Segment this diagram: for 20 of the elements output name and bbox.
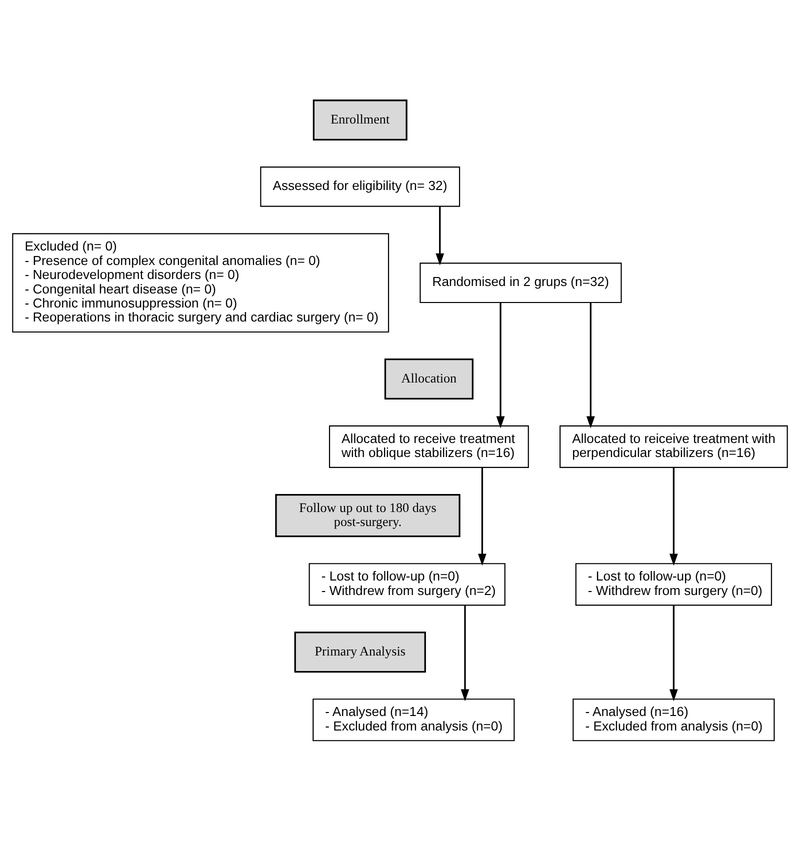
- arrow: [496, 302, 505, 428]
- node-box: - Analysed (n=14) - Excluded from analysis (n=0): [312, 698, 515, 742]
- node-box: Excluded (n= 0) - Presence of complex congenital anomalies (n= 0) - Neurodevelopment disorders (n= 0) - Congenital heart disease (n= 0) - Chronic immunosuppression (n= 0) - Reoperations in thoracic surgery and cardiac surgery (n= 0): [12, 233, 390, 333]
- node-box: - Lost to follow-up (n=0) - Withdrew from surgery (n=0): [575, 563, 772, 606]
- node-box: Follow up out to 180 days post-surgery.: [275, 494, 460, 538]
- node-box: Enrollment: [312, 100, 408, 141]
- node-box: Allocated to receive treatment with oblique stabilizers (n=16): [328, 425, 529, 468]
- node-box: Primary Analysis: [294, 632, 426, 673]
- node-box: Assessed for eligibility (n= 32): [260, 166, 460, 207]
- arrow: [669, 468, 678, 566]
- arrow: [436, 206, 444, 266]
- arrow: [460, 605, 470, 702]
- arrow: [478, 468, 486, 566]
- node-box: - Analysed (n=16) - Excluded from analysis (n=0): [572, 698, 775, 742]
- arrow: [669, 605, 678, 702]
- node-box: Allocated to reiceive treatment with perpendicular stabilizers (n=16): [560, 425, 788, 468]
- node-box: - Lost to follow-up (n=0) - Withdrew from surgery (n=2): [308, 563, 506, 606]
- node-box: Allocation: [384, 358, 474, 400]
- arrow: [586, 302, 595, 428]
- node-box: Randomised in 2 grups (n=32): [420, 262, 622, 304]
